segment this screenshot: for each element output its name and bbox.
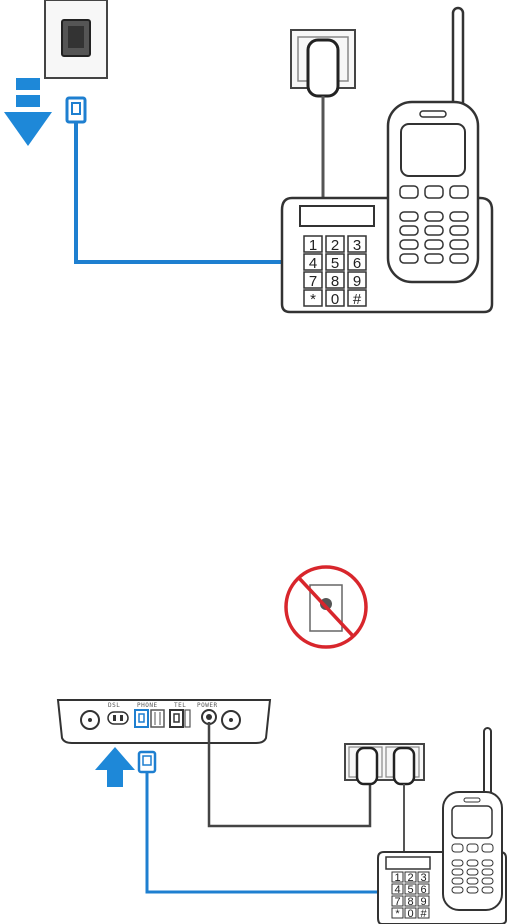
svg-text:#: #: [353, 291, 362, 308]
svg-text:PHONE: PHONE: [137, 702, 158, 709]
svg-text:#: #: [420, 908, 427, 920]
svg-text:7: 7: [309, 273, 317, 290]
keypad-key: 6: [418, 884, 429, 896]
svg-text:4: 4: [309, 255, 317, 272]
router-device: DSL PHONE TEL POWER: [58, 700, 270, 743]
svg-text:*: *: [395, 908, 400, 920]
phone-keypad: 1 2 3 4 5 6 7 8 9 * 0 #: [304, 236, 366, 308]
bottom-step: DSL PHONE TEL POWER: [58, 567, 506, 924]
keypad-key: 3: [418, 872, 429, 884]
keypad-key: 1: [392, 872, 403, 884]
keypad-key: 4: [392, 884, 403, 896]
keypad-key: 5: [326, 254, 344, 272]
keypad-key: 1: [304, 236, 322, 254]
keypad-key: 7: [304, 272, 322, 290]
keypad-key: 9: [348, 272, 366, 290]
keypad-key: 3: [348, 236, 366, 254]
svg-text:DSL: DSL: [108, 702, 120, 709]
svg-text:1: 1: [309, 237, 317, 254]
power-socket-icon: [291, 30, 355, 205]
arrow-up-icon: [95, 747, 135, 787]
svg-text:2: 2: [331, 237, 339, 254]
svg-text:6: 6: [353, 255, 361, 272]
svg-text:9: 9: [420, 896, 426, 908]
keypad-key: 4: [304, 254, 322, 272]
keypad-key: 2: [326, 236, 344, 254]
svg-text:7: 7: [394, 896, 400, 908]
keypad-key: 8: [326, 272, 344, 290]
svg-text:0: 0: [407, 908, 413, 920]
top-step: 1 2 3 4 5 6 7 8 9 * 0 #: [4, 0, 492, 312]
svg-text:2: 2: [407, 872, 413, 884]
keypad-key: 2: [405, 872, 416, 884]
svg-text:5: 5: [407, 884, 413, 896]
wall-phone-jack-icon: [45, 0, 107, 78]
keypad-key: 7: [392, 896, 403, 908]
keypad-key: *: [304, 290, 322, 308]
keypad-key: 0: [326, 290, 344, 308]
svg-text:*: *: [310, 291, 316, 308]
svg-text:4: 4: [394, 884, 400, 896]
svg-text:POWER: POWER: [197, 702, 218, 709]
keypad-key: #: [348, 290, 366, 308]
cordless-handset: [388, 8, 478, 282]
svg-text:9: 9: [353, 273, 361, 290]
phone-keypad: 1 2 3 4 5 6 7 8 9 * 0 #: [392, 872, 429, 920]
svg-text:0: 0: [331, 291, 339, 308]
power-socket-icon: [345, 744, 424, 858]
keypad-key: 0: [405, 908, 416, 920]
svg-text:5: 5: [331, 255, 339, 272]
keypad-key: 9: [418, 896, 429, 908]
svg-text:3: 3: [420, 872, 426, 884]
cordless-handset: [443, 728, 502, 910]
prohibited-wall-jack-icon: [286, 567, 366, 647]
keypad-key: 5: [405, 884, 416, 896]
arrow-down-icon: [4, 78, 52, 146]
svg-text:3: 3: [353, 237, 361, 254]
keypad-key: 8: [405, 896, 416, 908]
svg-text:8: 8: [331, 273, 339, 290]
svg-text:6: 6: [420, 884, 426, 896]
svg-text:8: 8: [407, 896, 413, 908]
keypad-key: 6: [348, 254, 366, 272]
svg-text:1: 1: [394, 872, 400, 884]
phone-cable: [67, 98, 288, 262]
keypad-key: #: [418, 908, 429, 920]
keypad-key: *: [392, 908, 403, 920]
svg-text:TEL: TEL: [174, 702, 186, 709]
